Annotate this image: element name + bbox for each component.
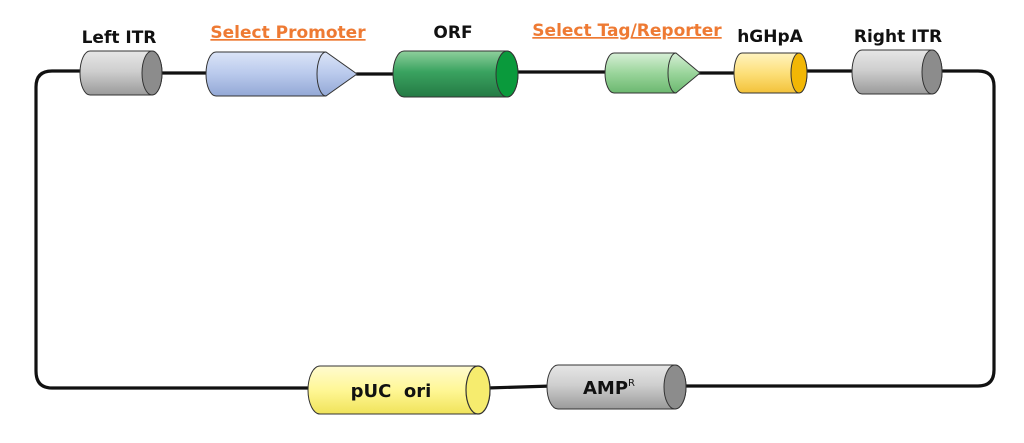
orf-element xyxy=(392,50,519,98)
select-tag-reporter-link[interactable]: Select Tag/Reporter xyxy=(532,21,722,41)
right-itr-label: Right ITR xyxy=(854,27,942,47)
promoter-element xyxy=(205,51,358,97)
hghpa-element xyxy=(733,52,808,94)
ampr-element xyxy=(546,364,687,410)
puc-ori-label: pUC ori xyxy=(351,381,432,402)
backbone-line xyxy=(34,69,996,390)
orf-label: ORF xyxy=(433,23,472,43)
ampr-label-superscript: R xyxy=(628,378,635,389)
select-promoter-link[interactable]: Select Promoter xyxy=(210,23,366,43)
ampr-label: AMPR xyxy=(583,378,635,399)
puc-ori-element xyxy=(307,365,491,415)
hghpa-label: hGHpA xyxy=(737,27,803,47)
tag-reporter-element xyxy=(604,52,701,94)
left-itr-label: Left ITR xyxy=(82,28,157,48)
right-itr-element xyxy=(851,49,943,95)
left-itr-element xyxy=(79,50,163,96)
ampr-label-main: AMP xyxy=(583,378,628,399)
